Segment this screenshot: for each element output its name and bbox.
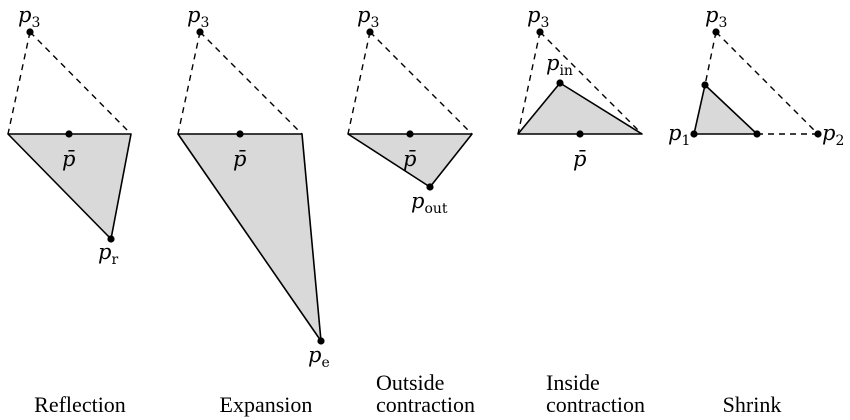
panel-inside-contraction: p3 pin p̄ Inside contraction	[517, 3, 645, 417]
reflection-dash-right	[29, 31, 132, 135]
expansion-point-pbar	[236, 130, 244, 138]
shrink-point-p2	[814, 130, 822, 138]
outside-dash-left	[347, 31, 371, 135]
caption-inside-line1: Inside	[546, 370, 600, 395]
expansion-dash-left	[177, 31, 201, 135]
inside-label-p3: p3	[527, 3, 549, 31]
outside-label-pbar: p̄	[403, 147, 416, 171]
reflection-label-pbar: p̄	[62, 147, 75, 171]
shrink-label-p3: p3	[705, 3, 727, 31]
outside-point-p3	[366, 28, 374, 36]
caption-outside-line1: Outside	[376, 370, 444, 395]
shrink-dash-right	[715, 31, 819, 135]
panel-reflection: p3 p̄ pr Reflection	[7, 3, 132, 417]
reflection-label-pr: pr	[98, 240, 118, 268]
expansion-label-p3: p3	[187, 3, 209, 31]
shrink-label-p1: p1	[668, 121, 690, 149]
inside-dash-right	[539, 31, 643, 135]
outside-label-pout: pout	[411, 189, 448, 217]
expansion-dash-right	[199, 31, 303, 135]
shrink-dash-left	[704, 31, 717, 86]
panel-expansion: p3 p̄ pe Expansion	[177, 3, 330, 417]
outside-point-pout	[426, 183, 434, 191]
outside-label-p3: p3	[357, 3, 379, 31]
shrink-point-mid-bottom	[753, 130, 761, 138]
shrink-point-mid-left	[701, 81, 709, 89]
caption-inside-line2: contraction	[546, 392, 645, 417]
expansion-point-pe	[317, 337, 325, 345]
shrink-label-p2: p2	[822, 121, 844, 149]
caption-shrink: Shrink	[723, 392, 782, 417]
shrink-triangle	[693, 84, 758, 135]
expansion-label-pbar: p̄	[233, 147, 246, 171]
expansion-point-p3	[196, 28, 204, 36]
inside-point-pbar	[576, 130, 584, 138]
inside-label-pin: pin	[546, 51, 573, 79]
expansion-triangle	[177, 133, 322, 342]
reflection-point-pbar	[65, 130, 73, 138]
reflection-label-p3: p3	[18, 3, 40, 31]
inside-label-pbar: p̄	[573, 147, 586, 171]
caption-expansion: Expansion	[220, 392, 313, 417]
shrink-point-p1	[690, 130, 698, 138]
outside-dash-right	[369, 31, 473, 135]
inside-point-pin	[556, 79, 564, 87]
reflection-dash-left	[7, 31, 31, 135]
inside-point-p3	[536, 28, 544, 36]
panel-outside-contraction: p3 p̄ pout Outside contraction	[347, 3, 475, 417]
outside-point-pbar	[406, 130, 414, 138]
shrink-point-p3	[712, 28, 720, 36]
caption-outside-line2: contraction	[376, 392, 475, 417]
inside-contraction-triangle	[517, 82, 643, 135]
panel-shrink: p3 p1 p2 Shrink	[668, 3, 844, 417]
reflection-point-pr	[107, 235, 115, 243]
caption-reflection: Reflection	[34, 392, 126, 417]
reflection-point-p3	[26, 28, 34, 36]
expansion-label-pe: pe	[308, 343, 330, 371]
